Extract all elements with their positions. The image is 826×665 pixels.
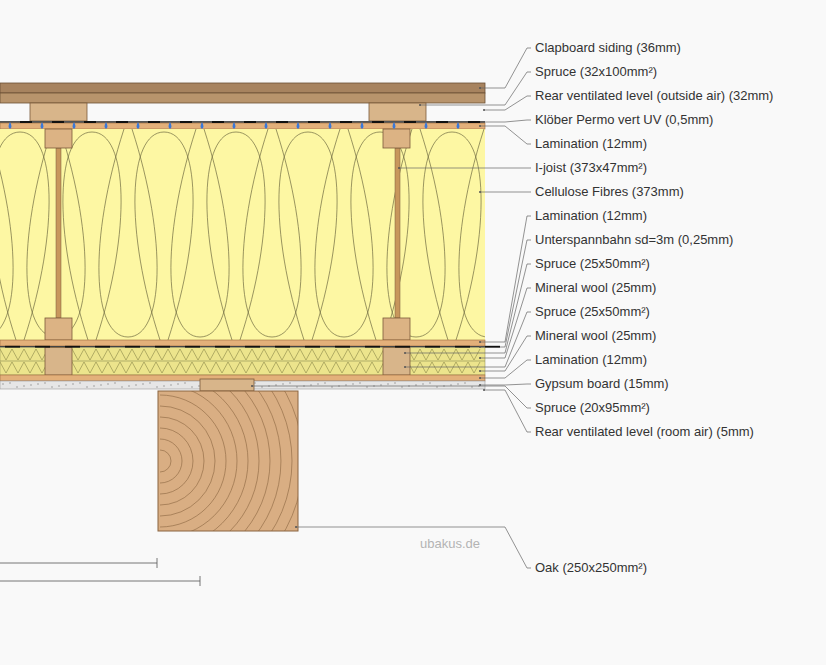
spruce-lath (45, 348, 72, 376)
lamination (0, 123, 485, 129)
spruce-batten (369, 103, 426, 121)
leader-line (420, 72, 531, 105)
membrane (0, 121, 485, 123)
leader-line (480, 336, 531, 371)
leader-line (399, 168, 531, 169)
part-label: Spruce (25x50mm²) (535, 304, 650, 320)
leader-line (405, 312, 531, 367)
leader-line (480, 120, 531, 122)
part-label: Gypsum board (15mm) (535, 376, 669, 392)
leader-line (484, 390, 531, 432)
mineral-wool (0, 348, 485, 376)
part-label: Mineral wool (25mm) (535, 280, 656, 296)
part-label: Klöber Permo vert UV (0,5mm) (535, 112, 713, 128)
part-label: Lamination (12mm) (535, 208, 647, 224)
cellulose-pattern (0, 129, 485, 340)
part-label: Spruce (32x100mm²) (535, 64, 657, 80)
i-joist (45, 129, 410, 340)
watermark: ubakus.de (420, 536, 480, 552)
leader-line (480, 288, 531, 358)
part-label: Oak (250x250mm²) (535, 560, 647, 576)
part-label: Cellulose Fibres (373mm) (535, 184, 684, 200)
lamination (0, 340, 485, 346)
leader-line (480, 192, 531, 193)
part-label: Lamination (12mm) (535, 136, 647, 152)
spruce-lath (383, 348, 410, 376)
part-label: Clapboard siding (36mm) (535, 40, 681, 56)
leader-line (405, 264, 531, 353)
leader-line (484, 96, 531, 110)
spruce-strip (200, 379, 254, 391)
clapboard (0, 83, 485, 93)
leader-line (296, 527, 531, 568)
leader-line (480, 384, 531, 385)
part-label: Spruce (20x95mm²) (535, 400, 650, 416)
dimension-line (0, 558, 200, 586)
part-label: I-joist (373x47mm²) (535, 160, 647, 176)
oak-rings (160, 391, 298, 531)
part-label: Lamination (12mm) (535, 352, 647, 368)
leader-line (480, 126, 531, 144)
cellulose (0, 129, 485, 340)
spruce-batten (30, 103, 87, 121)
part-label: Rear ventilated level (room air) (5mm) (535, 424, 754, 440)
leader-line (480, 48, 531, 88)
leader-line (252, 386, 531, 408)
part-label: Rear ventilated level (outside air) (32m… (535, 88, 773, 104)
part-label: Unterspannbahn sd=3m (0,25mm) (535, 232, 733, 248)
leader-lines (251, 48, 531, 568)
leader-line (480, 360, 531, 378)
part-label: Mineral wool (25mm) (535, 328, 656, 344)
leader-line (480, 240, 531, 347)
oak-beam (158, 391, 298, 531)
clapboard (0, 93, 485, 103)
part-label: Spruce (25x50mm²) (535, 256, 650, 272)
